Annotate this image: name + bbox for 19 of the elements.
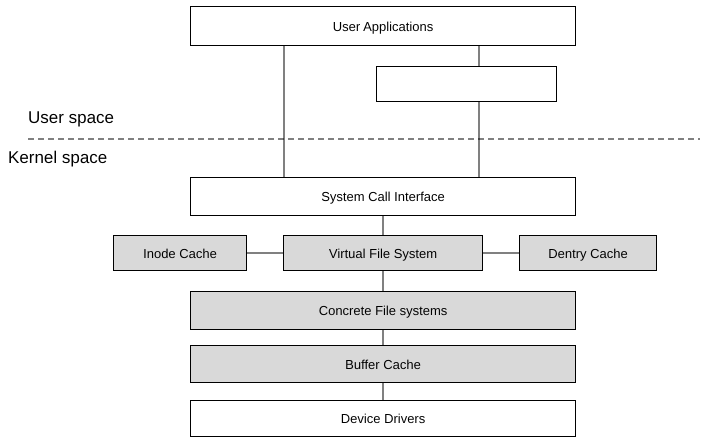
layer-box: Concrete File systems xyxy=(190,291,576,330)
layer-box: System Call Interface xyxy=(190,177,576,216)
layer-box: Dentry Cache xyxy=(519,235,657,271)
layer-box: User Applications xyxy=(190,6,576,46)
region-label: Kernel space xyxy=(8,148,108,168)
connector-line xyxy=(382,216,384,236)
layer-box: Buffer Cache xyxy=(190,345,576,383)
connector-line xyxy=(478,46,480,66)
connector-line xyxy=(478,102,480,178)
connector-line xyxy=(246,252,284,254)
connector-line xyxy=(382,382,384,400)
layer-box: Virtual File System xyxy=(283,235,483,271)
layer-box: Device Drivers xyxy=(190,400,576,437)
empty-box xyxy=(376,66,557,102)
connector-line xyxy=(382,330,384,346)
connector-line xyxy=(382,270,384,292)
layer-box: Inode Cache xyxy=(113,235,247,271)
region-label: User space xyxy=(28,108,114,128)
connector-line xyxy=(482,252,520,254)
